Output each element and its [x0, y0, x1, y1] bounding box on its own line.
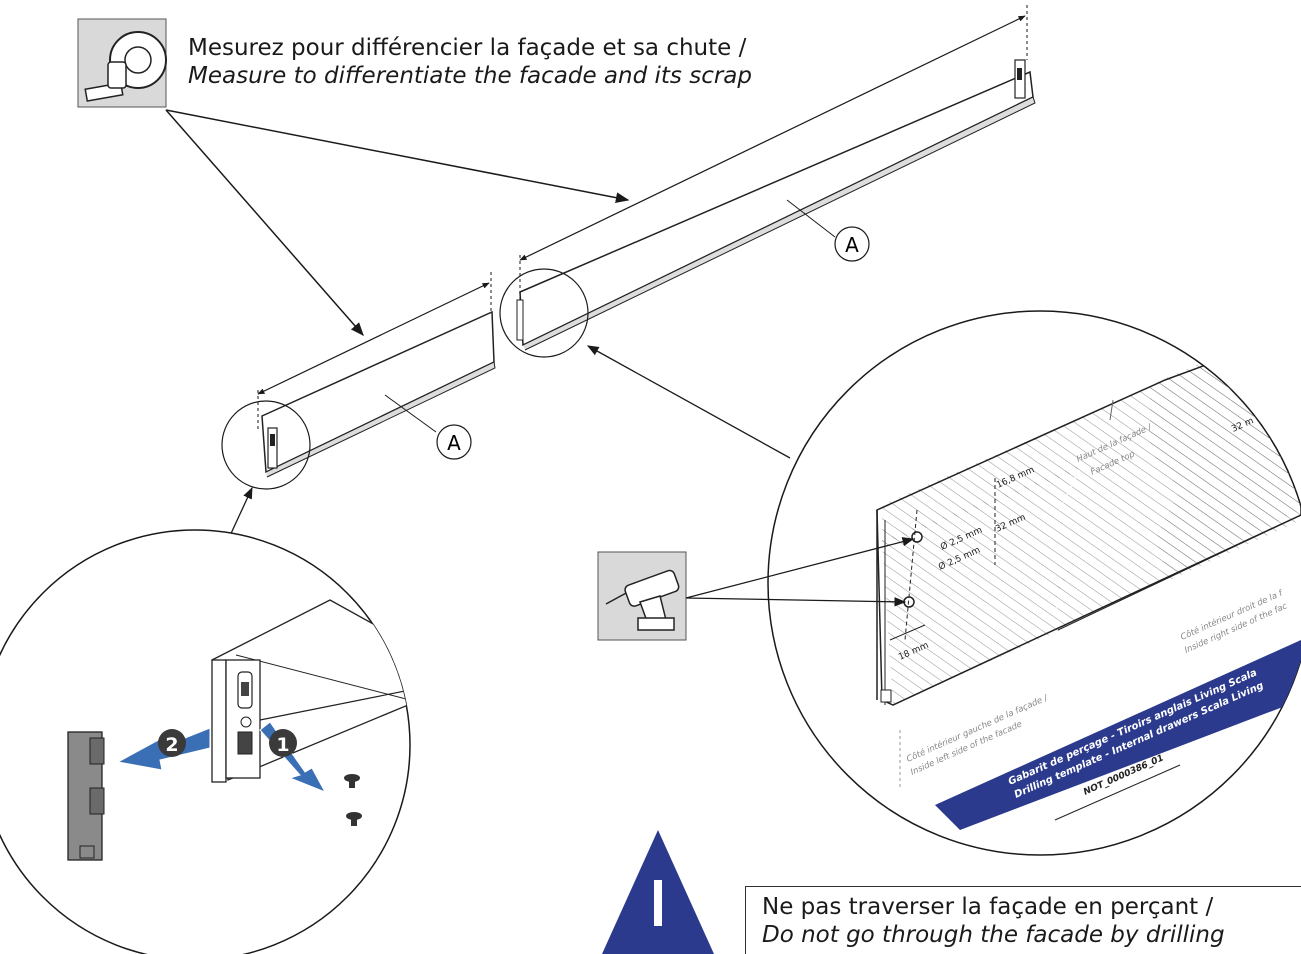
step-1-badge: 1: [276, 734, 289, 756]
facade-board-long: A: [516, 5, 1036, 351]
warning-icon: [602, 830, 714, 954]
screw-icon-1: [344, 774, 360, 788]
drilling-template-detail: 16,8 mm 32 mm Ø 2,5 mm Ø 2,5 mm 18 mm 32…: [767, 310, 1301, 856]
endcap-removal-detail: 2 1: [0, 529, 411, 954]
template-banner: [935, 640, 1301, 830]
tape-measure-icon: [77, 18, 167, 108]
top-instruction: Mesurez pour différencier la façade et s…: [188, 34, 752, 90]
facade-board-short: A: [257, 272, 496, 478]
detail-pointer-left: [227, 486, 253, 541]
detail-pointer-right: [586, 345, 791, 459]
detail-marker-short: [221, 400, 311, 490]
warning-text-fr: Ne pas traverser la façade en perçant /: [762, 894, 1214, 920]
part-label-a-short: A: [447, 431, 461, 455]
detail-marker-long: [499, 268, 589, 358]
drill-pointer-lines: [685, 537, 915, 607]
warning-text-en: Do not go through the facade by drilling: [762, 922, 1225, 948]
screw-icon-2: [346, 812, 362, 826]
top-instruction-fr: Mesurez pour différencier la façade et s…: [188, 35, 747, 61]
part-label-a-long: A: [845, 233, 859, 257]
top-instruction-en: Measure to differentiate the facade and …: [188, 63, 752, 89]
step-2-badge: 2: [165, 734, 178, 756]
warning-box: Ne pas traverser la façade en perçant / …: [745, 886, 1301, 954]
drill-icon: [597, 551, 687, 641]
